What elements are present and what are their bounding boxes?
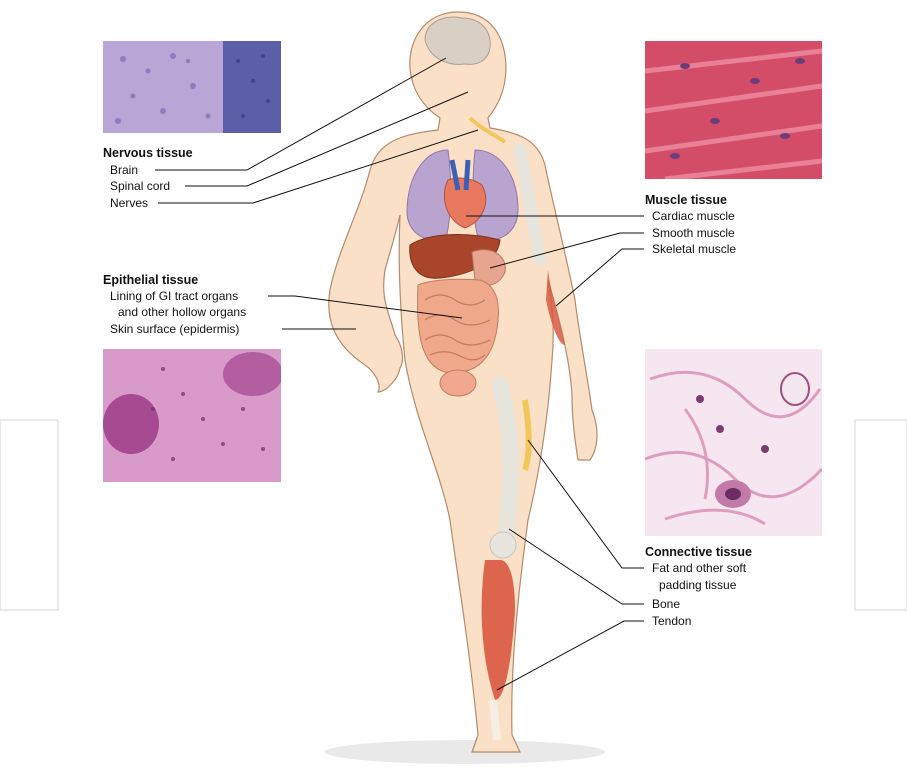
label-bone: Bone — [652, 596, 680, 612]
leader-nerves — [158, 130, 478, 203]
leader-brain — [155, 58, 446, 170]
epithelial-tissue-heading: Epithelial tissue — [103, 272, 198, 288]
label-tendon: Tendon — [652, 613, 691, 629]
label-hollow-organs: and other hollow organs — [118, 304, 246, 320]
leader-fat-padding — [528, 440, 644, 568]
muscle-tissue-heading: Muscle tissue — [645, 192, 727, 208]
label-padding-tissue: padding tissue — [659, 577, 736, 593]
label-skin-surface: Skin surface (epidermis) — [110, 321, 239, 337]
leader-tendon — [497, 621, 644, 690]
leader-spinal-cord — [185, 92, 468, 186]
label-nerves: Nerves — [110, 195, 148, 211]
label-brain: Brain — [110, 162, 138, 178]
label-lining-gi: Lining of GI tract organs — [110, 288, 238, 304]
label-cardiac-muscle: Cardiac muscle — [652, 208, 735, 224]
label-skeletal-muscle: Skeletal muscle — [652, 241, 736, 257]
leader-bone — [509, 529, 644, 604]
nervous-tissue-heading: Nervous tissue — [103, 145, 193, 161]
leader-skeletal-muscle — [556, 249, 644, 306]
leader-lining-gi — [268, 296, 462, 318]
label-spinal-cord: Spinal cord — [110, 178, 170, 194]
label-fat-padding: Fat and other soft — [652, 560, 746, 576]
connective-tissue-heading: Connective tissue — [645, 544, 752, 560]
label-smooth-muscle: Smooth muscle — [652, 225, 735, 241]
